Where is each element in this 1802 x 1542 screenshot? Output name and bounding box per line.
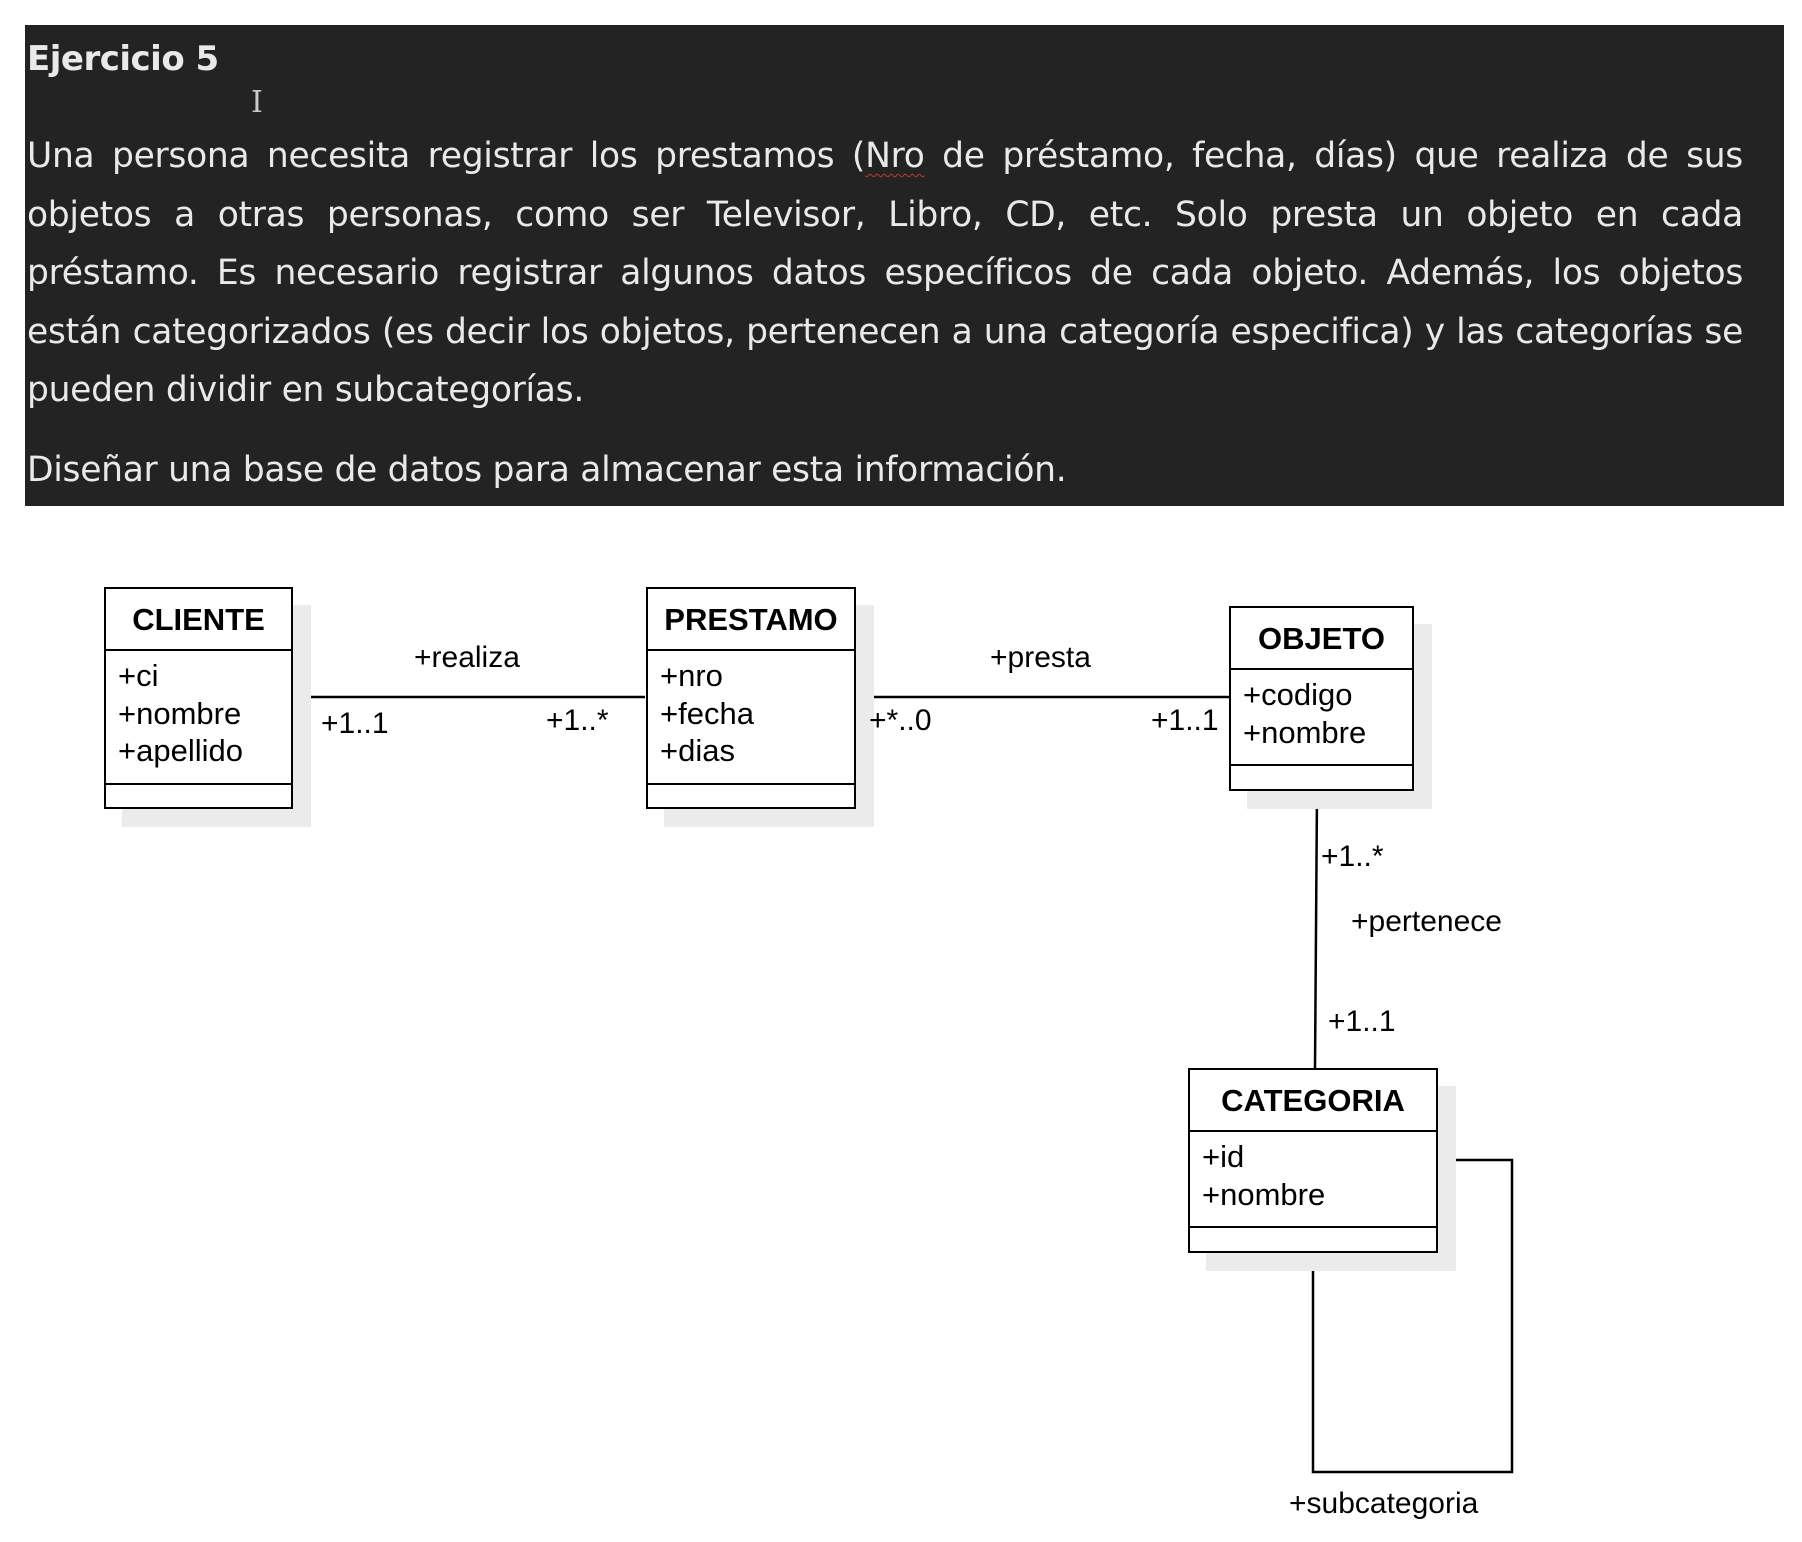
class-name: CLIENTE	[106, 589, 291, 651]
attribute: +ci	[118, 658, 159, 693]
multiplicity-cliente: +1..1	[321, 707, 389, 740]
class-name: PRESTAMO	[648, 589, 854, 651]
association-label-realiza: +realiza	[414, 641, 520, 674]
attribute: +codigo	[1243, 677, 1353, 712]
class-attributes: +nro +fecha +dias	[648, 651, 854, 785]
attribute: +nro	[660, 658, 723, 693]
multiplicity-objeto: +1..1	[1151, 704, 1219, 737]
attribute: +id	[1202, 1139, 1245, 1174]
multiplicity-objeto-pertenece: +1..*	[1321, 840, 1384, 873]
association-label-subcategoria: +subcategoria	[1289, 1487, 1479, 1520]
class-name: OBJETO	[1231, 608, 1412, 670]
class-cliente[interactable]: CLIENTE +ci +nombre +apellido	[104, 587, 293, 809]
exercise-description: Una persona necesita registrar los prest…	[27, 127, 1743, 420]
multiplicity-categoria: +1..1	[1328, 1005, 1396, 1038]
spellcheck-underlined-word: Nro	[865, 136, 925, 176]
text-cursor-icon: I	[251, 85, 263, 120]
attribute: +dias	[660, 733, 735, 768]
association-label-pertenece: +pertenece	[1351, 905, 1502, 938]
exercise-task: Diseñar una base de datos para almacenar…	[27, 450, 1067, 490]
class-attributes: +id +nombre	[1190, 1132, 1436, 1228]
class-objeto[interactable]: OBJETO +codigo +nombre	[1229, 606, 1414, 791]
exercise-title: Ejercicio 5	[27, 39, 219, 79]
multiplicity-prestamo: +1..*	[546, 704, 609, 737]
pertenece-line	[1313, 791, 1319, 1069]
subcategoria-line	[1311, 1158, 1514, 1474]
class-attributes: +ci +nombre +apellido	[106, 651, 291, 785]
attribute: +nombre	[1202, 1176, 1326, 1212]
association-label-presta: +presta	[990, 641, 1091, 674]
exercise-panel: Ejercicio 5 I Una persona necesita regis…	[25, 25, 1784, 506]
description-part-1: Una persona necesita registrar los prest…	[27, 136, 866, 176]
multiplicity-prestamo-presta: +*..0	[869, 704, 932, 737]
attribute: +nombre	[118, 695, 242, 731]
class-categoria[interactable]: CATEGORIA +id +nombre	[1188, 1068, 1438, 1253]
class-prestamo[interactable]: PRESTAMO +nro +fecha +dias	[646, 587, 856, 809]
class-name: CATEGORIA	[1190, 1070, 1436, 1132]
description-part-2: de préstamo, fecha, días) que realiza de…	[27, 136, 1743, 411]
attribute: +nombre	[1243, 714, 1367, 750]
attribute: +fecha	[660, 695, 754, 731]
attribute: +apellido	[118, 733, 243, 768]
class-attributes: +codigo +nombre	[1231, 670, 1412, 766]
